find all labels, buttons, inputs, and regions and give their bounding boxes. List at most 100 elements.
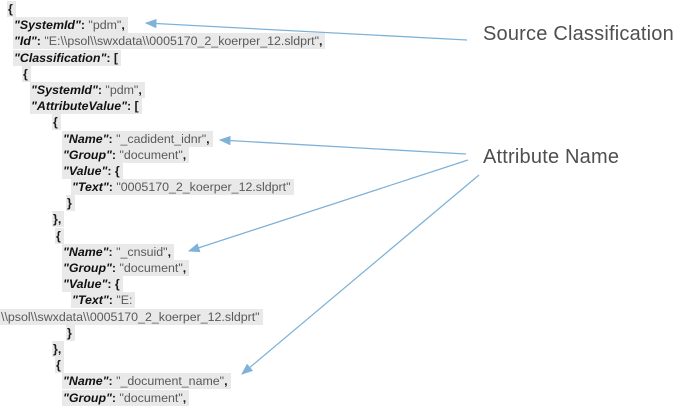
highlighted-code-text: "Name": "_cnsuid",: [62, 243, 175, 260]
code-token-punct: :: [108, 374, 117, 389]
code-token-punct: {: [8, 2, 13, 16]
highlighted-code-text: \\psol\\swxdata\\0005170_2_koerper_12.sl…: [0, 308, 263, 325]
code-line: "SystemId": "pdm",: [0, 17, 480, 34]
code-token-key: "Group": [63, 147, 112, 162]
code-token-key: "Name": [63, 374, 109, 389]
code-token-punct: :: [111, 147, 120, 162]
code-token-value: \\psol\\swxdata\\0005170_2_koerper_12.sl…: [1, 309, 260, 324]
code-token-key: "Value": [63, 277, 108, 292]
code-line: "Id": "E:\\psol\\swxdata\\0005170_2_koer…: [0, 33, 480, 50]
code-line: }: [0, 195, 480, 212]
code-token-punct: },: [53, 341, 62, 356]
code-token-key: "Name": [63, 131, 109, 146]
code-token-punct: {: [56, 358, 61, 373]
code-token-punct: ,: [319, 34, 323, 49]
code-line: {: [0, 65, 480, 82]
code-token-value: "document": [119, 390, 183, 405]
code-token-punct: {: [23, 66, 28, 81]
code-token-value: "document": [119, 261, 183, 275]
code-token-key: "Id": [14, 34, 37, 49]
highlighted-code-text: }: [66, 195, 75, 212]
code-token-punct: ,: [182, 147, 187, 162]
code-token-punct: {: [53, 115, 58, 130]
highlighted-code-text: {: [55, 357, 64, 374]
highlighted-code-text: "Name": "_document_name",: [62, 373, 231, 390]
code-token-punct: :: [80, 18, 89, 33]
highlighted-code-text: "SystemId": "pdm",: [30, 81, 145, 98]
code-line: "Classification": [: [0, 49, 480, 66]
highlighted-code-text: "Name": "_cadident_idnr",: [62, 130, 213, 147]
code-token-punct: ,: [121, 18, 125, 33]
code-token-key: "Name": [63, 244, 109, 259]
highlighted-code-text: },: [52, 211, 65, 228]
attribute-name-label: Attribute Name: [483, 146, 620, 168]
code-token-key: "Text": [72, 293, 109, 308]
code-token-punct: ,: [138, 82, 142, 97]
highlighted-code-text: {: [7, 1, 16, 17]
code-token-punct: }: [67, 325, 72, 340]
highlighted-code-text: {: [52, 114, 61, 131]
code-line: "Group": "document",: [0, 260, 480, 276]
highlighted-code-text: "Value": {: [62, 162, 123, 179]
code-line: },: [0, 340, 480, 357]
source-classification-label: Source Classification: [483, 23, 674, 45]
code-token-punct: ,: [182, 390, 187, 405]
code-line: "Name": "_cadident_idnr",: [0, 130, 480, 147]
highlighted-code-text: },: [52, 340, 65, 357]
highlighted-code-text: "SystemId": "pdm",: [13, 17, 128, 34]
code-token-key: "Group": [63, 261, 112, 275]
highlighted-code-text: "Classification": [: [13, 49, 122, 66]
code-line: "Value": {: [0, 162, 480, 179]
code-token-punct: : [: [106, 50, 119, 65]
highlighted-code-text: "Text": "0005170_2_koerper_12.sldprt": [71, 179, 294, 196]
code-token-key: "AttributeValue": [31, 99, 127, 114]
highlighted-code-text: {: [22, 65, 31, 82]
code-line: {: [0, 227, 480, 244]
code-token-punct: },: [53, 212, 62, 227]
code-token-key: "Group": [63, 390, 112, 405]
code-token-punct: :: [108, 180, 117, 195]
code-token-punct: }: [67, 196, 72, 211]
code-token-punct: : [: [126, 99, 139, 114]
code-token-value: "E:\\psol\\swxdata\\0005170_2_koerper_12…: [44, 34, 320, 49]
code-token-punct: : {: [107, 277, 120, 292]
code-token-value: "0005170_2_koerper_12.sldprt": [116, 180, 291, 195]
code-line: "Group": "document",: [0, 146, 480, 163]
code-token-value: "_cnsuid": [116, 244, 168, 259]
code-line: \\psol\\swxdata\\0005170_2_koerper_12.sl…: [0, 308, 480, 325]
code-token-punct: :: [111, 261, 120, 275]
highlighted-code-text: "Text": "E:: [71, 292, 136, 309]
code-token-key: "SystemId": [31, 82, 98, 97]
code-line: "Name": "_document_name",: [0, 373, 480, 390]
code-token-key: "Text": [72, 180, 109, 195]
code-token-punct: ,: [182, 261, 187, 275]
code-token-punct: : {: [107, 163, 120, 178]
code-line: "Group": "document",: [0, 389, 480, 406]
code-token-punct: :: [108, 293, 117, 308]
code-token-value: "E:: [116, 293, 133, 308]
code-line: "Text": "E:: [0, 292, 480, 309]
highlighted-code-text: "Group": "document",: [62, 146, 190, 163]
code-token-punct: :: [36, 34, 45, 49]
highlighted-code-text: "Group": "document",: [62, 260, 190, 276]
code-line: },: [0, 211, 480, 228]
code-line: "Text": "0005170_2_koerper_12.sldprt": [0, 179, 480, 196]
code-token-value: "_cadident_idnr": [116, 131, 207, 146]
code-token-value: "pdm": [105, 82, 139, 97]
highlighted-code-text: {: [55, 227, 64, 244]
code-token-punct: {: [56, 228, 61, 243]
highlighted-code-text: "Value": {: [62, 276, 123, 293]
code-token-value: "document": [119, 147, 183, 162]
code-line: {: [0, 357, 480, 374]
code-token-punct: ,: [206, 131, 210, 146]
code-line: "Name": "_cnsuid",: [0, 243, 480, 260]
code-line: {: [0, 114, 480, 131]
code-token-value: "pdm": [88, 18, 122, 33]
code-line: }: [0, 324, 480, 341]
code-token-value: "_document_name": [116, 374, 225, 389]
code-line: "SystemId": "pdm",: [0, 81, 480, 98]
highlighted-code-text: "AttributeValue": [: [30, 98, 142, 115]
highlighted-code-text: "Group": "document",: [62, 389, 190, 406]
code-line: "Value": {: [0, 276, 480, 293]
